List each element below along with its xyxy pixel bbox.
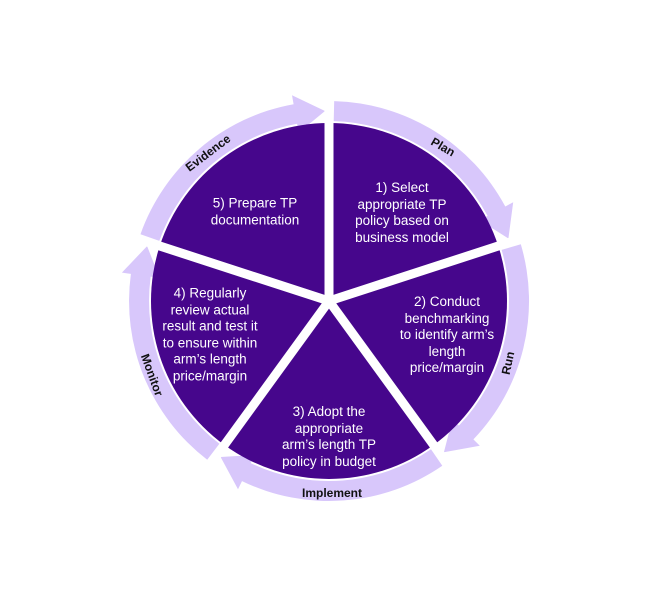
wedge-gap	[206, 298, 333, 468]
ring-arrow-monitor	[121, 246, 220, 460]
wedge-gap	[327, 234, 523, 306]
wedge-run	[329, 246, 508, 445]
wedge-implement	[224, 301, 434, 479]
ring-arrow-plan	[333, 101, 514, 239]
wedge-gap	[135, 234, 331, 306]
step-4-text: 4) Regularly review actual result and te…	[162, 285, 258, 384]
ring-arrow-evidence	[140, 95, 325, 241]
ring-arrow-run	[443, 244, 530, 453]
step-3-text: 3) Adopt the appropriate arm’s length TP…	[281, 404, 377, 469]
wedge-monitor	[150, 246, 329, 445]
step-1-text: 1) Select appropriate TP policy based on…	[355, 180, 449, 245]
step-5-text: 5) Prepare TP documentation	[210, 195, 300, 228]
phase-label-implement: Implement	[301, 486, 363, 500]
step-2-text: 2) Conduct benchmarking to identify arm’…	[399, 293, 495, 375]
ring-arrow-implement	[220, 449, 443, 502]
wedge-gap	[325, 298, 452, 468]
